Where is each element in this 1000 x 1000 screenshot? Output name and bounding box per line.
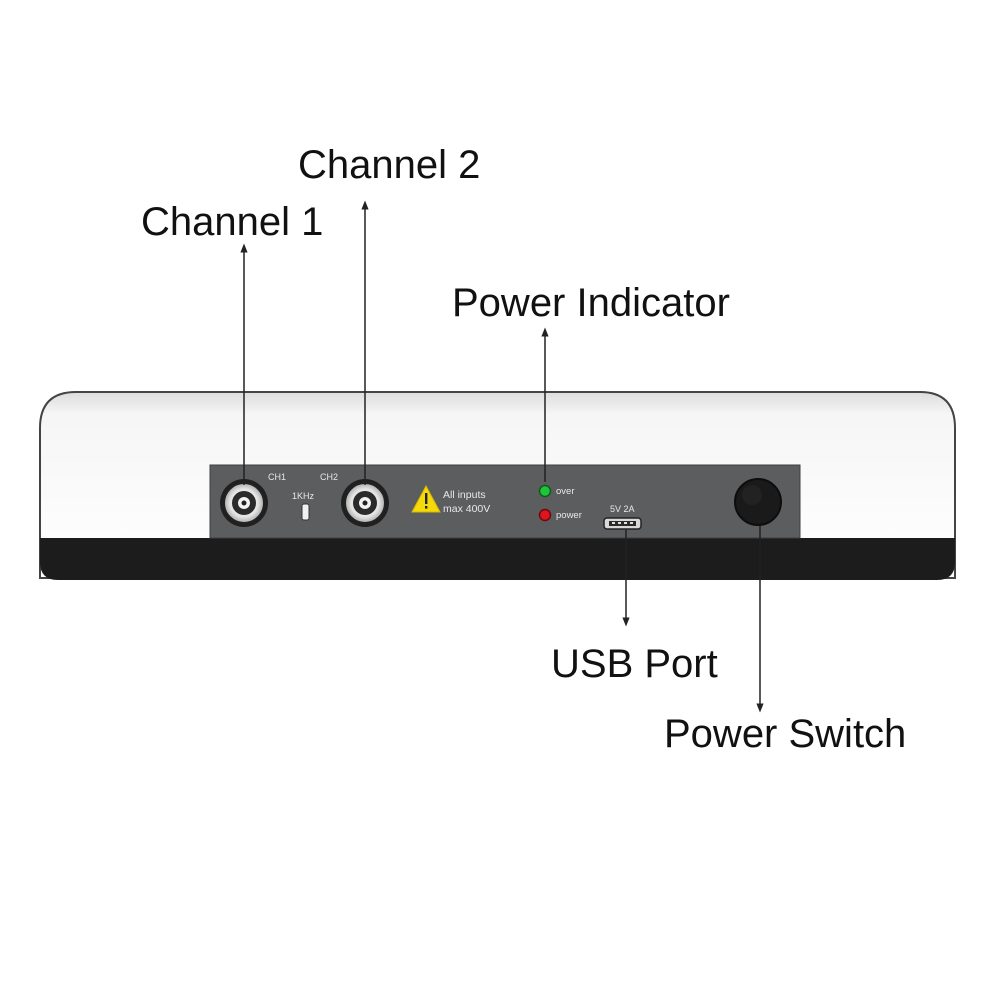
callout-channel-2: Channel 2 [298, 143, 481, 187]
ch1-label: CH1 [268, 472, 286, 482]
warning-text-line1: All inputs [443, 489, 486, 501]
callout-power-switch: Power Switch [664, 712, 907, 756]
led-power-label: power [556, 510, 582, 521]
led-power-indicator [538, 508, 552, 522]
ch1-bnc-connector[interactable] [220, 479, 268, 527]
warning-icon [411, 484, 441, 513]
usb-rating-label: 5V 2A [610, 504, 635, 514]
warning-text-line2: max 400V [443, 503, 490, 515]
power-switch-button[interactable] [734, 478, 782, 526]
calibration-label: 1KHz [292, 491, 315, 501]
usb-port[interactable] [603, 517, 642, 530]
callout-usb-port: USB Port [551, 642, 718, 686]
led-over-indicator [538, 484, 552, 498]
device-base [40, 538, 955, 580]
ch2-label: CH2 [320, 472, 338, 482]
callout-power-indicator: Power Indicator [452, 281, 730, 325]
ch2-bnc-connector[interactable] [341, 479, 389, 527]
calibration-terminal[interactable] [301, 503, 310, 521]
front-panel [209, 464, 801, 539]
led-over-label: over [556, 486, 574, 497]
callout-channel-1: Channel 1 [141, 200, 324, 244]
